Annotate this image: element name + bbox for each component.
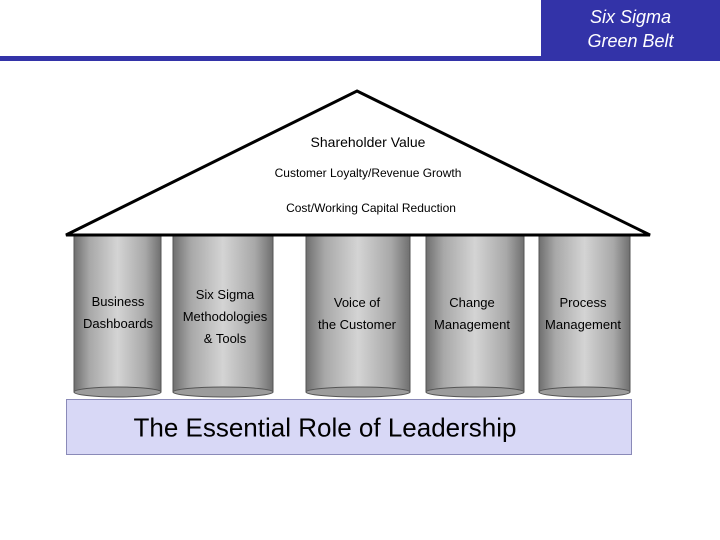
pillar-shaft xyxy=(538,230,631,393)
roof xyxy=(65,89,651,237)
roof-line-3: Cost/Working Capital Reduction xyxy=(286,201,456,215)
pillar-label-line: Management xyxy=(434,317,510,332)
pillar-base xyxy=(425,386,525,398)
pillar-4 xyxy=(425,225,525,398)
pillar-label-line: Dashboards xyxy=(82,316,154,331)
pillar-label-line: Business xyxy=(91,294,145,309)
pillar-label-line: Process xyxy=(559,295,607,310)
pillar-label-line: Management xyxy=(545,317,621,332)
badge-line-1: Six Sigma xyxy=(589,7,672,27)
pillar-base xyxy=(305,386,411,398)
foundation-block xyxy=(66,399,632,455)
pillar-shaft xyxy=(172,230,274,393)
pillar-base xyxy=(73,386,162,398)
roof-line-2: Customer Loyalty/Revenue Growth xyxy=(274,166,462,180)
course-badge: Six Sigma Green Belt xyxy=(541,0,720,58)
pillar-label-line: Voice of xyxy=(333,295,381,310)
pillar-label-line: Change xyxy=(449,295,495,310)
pillar-3 xyxy=(305,225,411,398)
roof-title: Shareholder Value xyxy=(310,134,426,150)
pillar-shaft xyxy=(73,230,162,393)
pillar-label-line: & Tools xyxy=(203,331,247,346)
pillar-label-line: Methodologies xyxy=(182,309,268,324)
pillar-shaft xyxy=(425,230,525,393)
foundation-label: The Essential Role of Leadership xyxy=(133,412,517,443)
pillar-base xyxy=(172,386,274,398)
pillar-label-line: Six Sigma xyxy=(195,287,255,302)
header-bar xyxy=(0,56,720,61)
pillar-label-line: the Customer xyxy=(317,317,397,332)
pillar-base xyxy=(538,386,631,398)
pillar-shaft xyxy=(305,230,411,393)
badge-line-2: Green Belt xyxy=(587,31,674,51)
pillar-label-3: Voice of the Customer xyxy=(318,292,396,336)
pillar-5 xyxy=(538,225,631,398)
